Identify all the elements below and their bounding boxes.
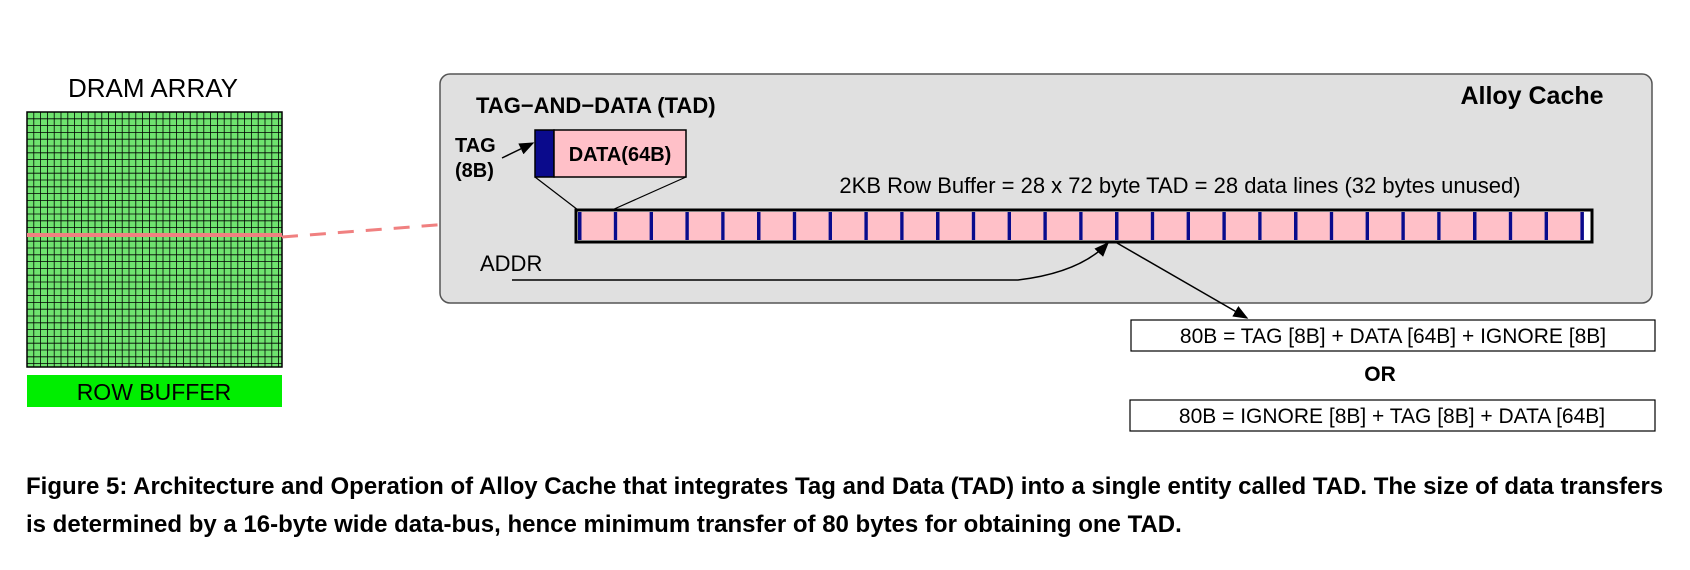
- tad-cell: [1544, 212, 1581, 240]
- dram-array-title: DRAM ARRAY: [68, 73, 238, 103]
- alloy-cache-title: Alloy Cache: [1460, 82, 1603, 110]
- tad-cell: [1150, 212, 1187, 240]
- or-label: OR: [1364, 363, 1396, 386]
- tad-cell: [971, 212, 1008, 240]
- tad-cell: [792, 212, 829, 240]
- zoom-line-left: [534, 176, 579, 211]
- tad-cell: [1401, 212, 1438, 240]
- data-block: [553, 129, 687, 178]
- dram-row-buffer: [27, 375, 282, 407]
- tag-block: [534, 129, 555, 178]
- tad-cell: [1186, 212, 1223, 240]
- tad-cell: [721, 212, 757, 240]
- format-option-1-box: [1130, 319, 1656, 352]
- data-block-label: DATA(64B): [569, 144, 672, 166]
- format-option-2-box: [1129, 399, 1656, 432]
- unused-bytes-cell: [1580, 212, 1584, 240]
- dram-row-buffer-label: ROW BUFFER: [77, 379, 232, 405]
- zoom-line-right: [611, 176, 687, 211]
- tag-size-label: (8B): [455, 160, 494, 182]
- dram-array-grid: [26, 111, 283, 368]
- tad-cell: [828, 212, 865, 240]
- tad-cell: [578, 212, 614, 240]
- tad-cell: [649, 212, 686, 240]
- alloy-cache-panel: [439, 73, 1653, 304]
- tag-arrow: [501, 142, 535, 159]
- tad-cell: [1115, 212, 1151, 240]
- tag-label: TAG: [455, 135, 496, 157]
- tad-cell: [1258, 212, 1294, 240]
- tad-cell: [1437, 212, 1473, 240]
- tad-cell: [864, 212, 901, 240]
- tad-heading: TAG−AND−DATA (TAD): [476, 93, 716, 118]
- tad-cell: [757, 212, 793, 240]
- addr-label: ADDR: [480, 251, 542, 276]
- tad-cell: [1222, 212, 1259, 240]
- tad-cell: [900, 212, 936, 240]
- tad-to-format-arrow: [1116, 242, 1249, 319]
- tad-cell: [936, 212, 972, 240]
- format-option-2: 80B = IGNORE [8B] + TAG [8B] + DATA [64B…: [1179, 405, 1605, 428]
- tad-cell: [1079, 212, 1115, 240]
- row-buffer-description: 2KB Row Buffer = 28 x 72 byte TAD = 28 d…: [839, 173, 1520, 198]
- tad-cell: [1473, 212, 1509, 240]
- alloy-row-buffer: [574, 208, 1594, 244]
- tad-cell: [1508, 212, 1545, 240]
- tad-cell: [1329, 212, 1366, 240]
- tad-cell: [685, 212, 722, 240]
- alloy-cache-diagram: DRAM ARRAY ROW BUFFER Alloy Cache TAG−AN…: [26, 73, 1656, 432]
- row-mapping-dashed-line: [281, 212, 579, 239]
- tad-cell: [1294, 212, 1330, 240]
- tad-cell: [1043, 212, 1080, 240]
- tad-cell: [1365, 212, 1402, 240]
- addr-arrow: [512, 241, 1110, 281]
- figure-caption: Figure 5: Architecture and Operation of …: [26, 473, 1664, 538]
- tad-cell: [613, 212, 650, 240]
- tad-cell: [1007, 212, 1044, 240]
- format-option-1: 80B = TAG [8B] + DATA [64B] + IGNORE [8B…: [1180, 325, 1606, 348]
